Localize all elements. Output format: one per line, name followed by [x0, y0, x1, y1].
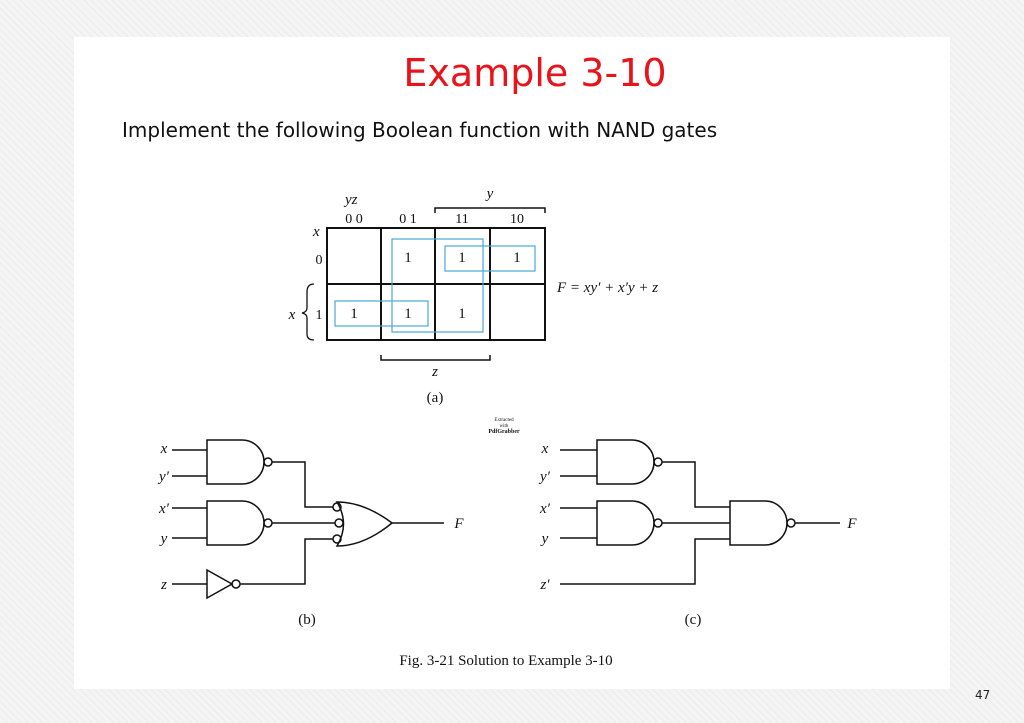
- circuit-c-input: x: [541, 441, 549, 457]
- kmap-brace-x-label: x: [288, 307, 296, 323]
- kmap-cell: 1: [513, 250, 521, 266]
- figure-svg: yz x 0 0 0 1 11 10 0 1 y z x: [157, 186, 857, 669]
- circuit-b-output: F: [453, 516, 464, 532]
- figure-label-a: (a): [427, 390, 444, 406]
- kmap-corner-var: yz: [343, 192, 358, 208]
- circuit-c-input: z′: [539, 577, 550, 593]
- circuit-b-input: y: [159, 531, 168, 547]
- circuit-c-output: F: [846, 516, 857, 532]
- kmap-cell: 1: [458, 306, 466, 322]
- watermark-line: with: [500, 424, 509, 429]
- kmap-cell: 1: [404, 250, 412, 266]
- karnaugh-map: yz x 0 0 0 1 11 10 0 1 y z x: [288, 186, 659, 406]
- wire: [272, 461, 333, 508]
- inverter-gate: [206, 568, 234, 600]
- circuit-c-input: y′: [538, 469, 551, 485]
- slide-subtitle: Implement the following Boolean function…: [122, 118, 718, 142]
- or-gate: [335, 501, 394, 547]
- or-input-bubble: [334, 518, 344, 528]
- kmap-col-header: 0 0: [345, 212, 363, 227]
- figure-caption: Fig. 3-21 Solution to Example 3-10: [399, 653, 612, 669]
- page-number: 47: [975, 688, 991, 702]
- nand-gate-output: [729, 500, 788, 546]
- nand-gate: [206, 500, 265, 546]
- circuit-c-input: x′: [539, 501, 551, 517]
- circuit-b-input: y′: [157, 469, 170, 485]
- nand-bubble: [786, 518, 796, 528]
- kmap-cell: 1: [404, 306, 412, 322]
- nand-bubble: [653, 518, 663, 528]
- circuit-c: [560, 439, 840, 585]
- kmap-group-z: [391, 238, 484, 333]
- circuit-b: [172, 439, 444, 600]
- kmap-row-var: x: [312, 224, 320, 240]
- nand-gate: [206, 439, 265, 485]
- kmap-col-header: 11: [455, 212, 468, 227]
- kmap-cell: 1: [458, 250, 466, 266]
- nand-bubble: [263, 518, 273, 528]
- wire: [662, 461, 730, 508]
- kmap-row-header: 1: [316, 308, 323, 323]
- slide-title: Example 3-10: [403, 51, 667, 95]
- kmap-equation: F = xy′ + x′y + z: [556, 280, 658, 296]
- nand-gate: [596, 500, 655, 546]
- kmap-brace-y: [434, 207, 546, 213]
- kmap-brace-z-label: z: [431, 364, 438, 380]
- circuit-b-input: z: [160, 577, 167, 593]
- watermark-line: Extracted: [494, 418, 514, 423]
- kmap-brace-z: [380, 355, 491, 361]
- nand-gate: [596, 439, 655, 485]
- nand-bubble: [653, 457, 663, 467]
- pdfgrabber-watermark: Extracted with PdfGrabber: [488, 418, 520, 435]
- kmap-group-x-yprime: [334, 300, 429, 327]
- figure-label-b: (b): [298, 612, 316, 628]
- wire: [240, 538, 333, 585]
- figure-3-21: yz x 0 0 0 1 11 10 0 1 y z x: [152, 180, 948, 686]
- kmap-col-header: 0 1: [399, 212, 417, 227]
- nand-bubble: [263, 457, 273, 467]
- kmap-row-header: 0: [316, 253, 323, 268]
- kmap-brace-x: [301, 283, 315, 341]
- kmap-cell: 1: [350, 306, 358, 322]
- circuit-b-input: x′: [158, 501, 170, 517]
- figure-label-c: (c): [685, 612, 702, 628]
- kmap-brace-y-label: y: [485, 186, 494, 202]
- circuit-c-input: y: [540, 531, 549, 547]
- kmap-col-header: 10: [510, 212, 524, 227]
- kmap-group-xprime-y: [444, 245, 536, 272]
- wire: [560, 538, 730, 585]
- circuit-b-input: x: [160, 441, 168, 457]
- watermark-line: PdfGrabber: [488, 429, 520, 435]
